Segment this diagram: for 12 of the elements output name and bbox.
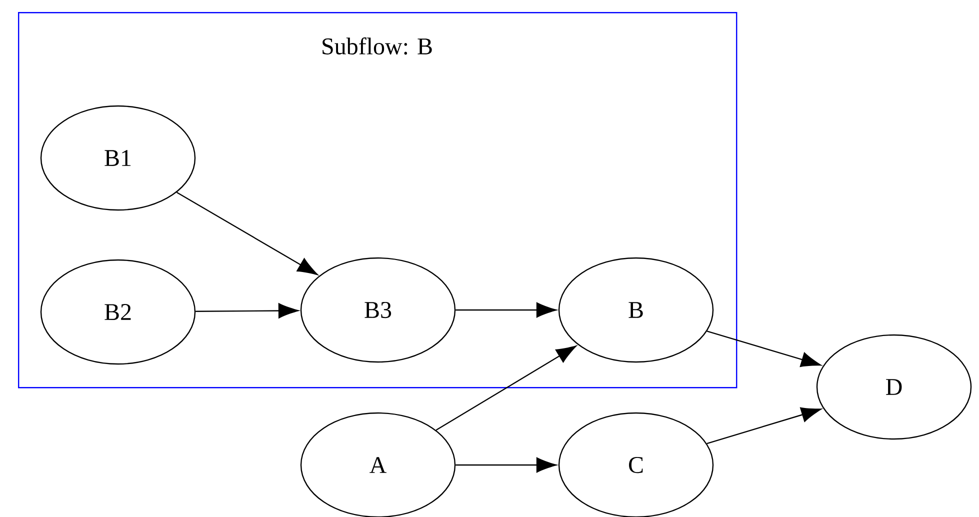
ellipse-node: D xyxy=(816,334,972,440)
arrow xyxy=(436,346,576,431)
ellipse-node: B1 xyxy=(40,105,196,211)
arrow xyxy=(706,330,822,367)
arrow xyxy=(196,303,298,318)
arrow xyxy=(706,407,822,444)
arrow xyxy=(176,192,318,275)
arrow xyxy=(456,457,556,473)
ellipse-node: B xyxy=(558,257,714,363)
ellipse-node: B3 xyxy=(300,257,456,363)
arrow xyxy=(456,302,556,318)
ellipse-node: B2 xyxy=(40,259,196,365)
